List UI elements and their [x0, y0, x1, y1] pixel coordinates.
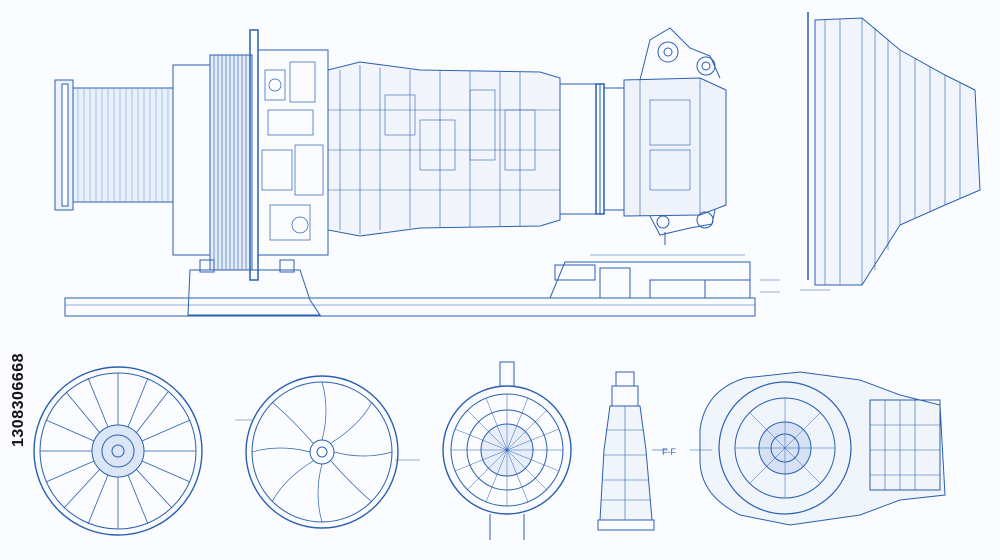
- nozzle-callout-label: F-F: [662, 447, 676, 457]
- stock-id-text: 1308306668: [10, 353, 28, 447]
- component-elevation-view: F-F: [597, 371, 676, 531]
- assembly-end-view: [690, 371, 946, 526]
- fan-disc-view-1: [33, 366, 203, 536]
- fan-disc-view-2: [235, 375, 420, 529]
- nacelle-profile-view: [800, 12, 981, 291]
- compressor-section-view: [442, 361, 572, 540]
- engine-side-view: [54, 27, 780, 317]
- stock-id-watermark: 1308306668: [8, 300, 30, 500]
